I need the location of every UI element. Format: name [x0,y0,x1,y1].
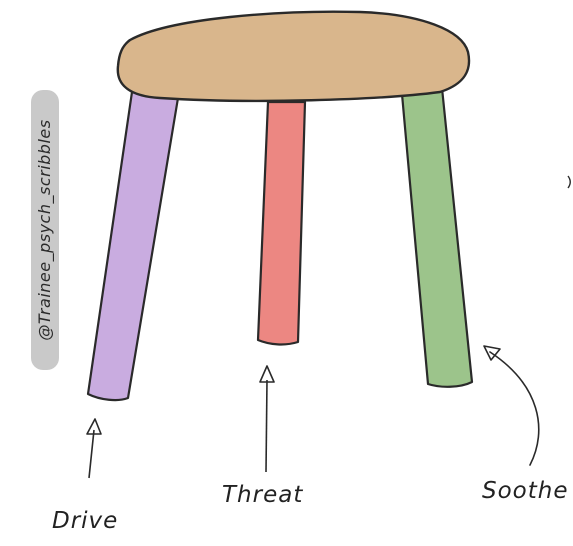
watermark-badge: @Trainee_psych_scribbles [31,90,59,370]
arrow-up-icon [260,366,274,472]
soothe-label: Soothe [482,478,569,504]
threat-label: Threat [222,482,303,508]
threat-leg [258,102,305,344]
pen-mark [568,176,570,188]
arrow-up-icon [87,419,101,478]
stool-seat [118,12,469,101]
soothe-leg [402,88,472,387]
curved-arrow-icon [484,346,539,465]
drive-leg [88,92,178,400]
drive-label: Drive [52,508,118,534]
